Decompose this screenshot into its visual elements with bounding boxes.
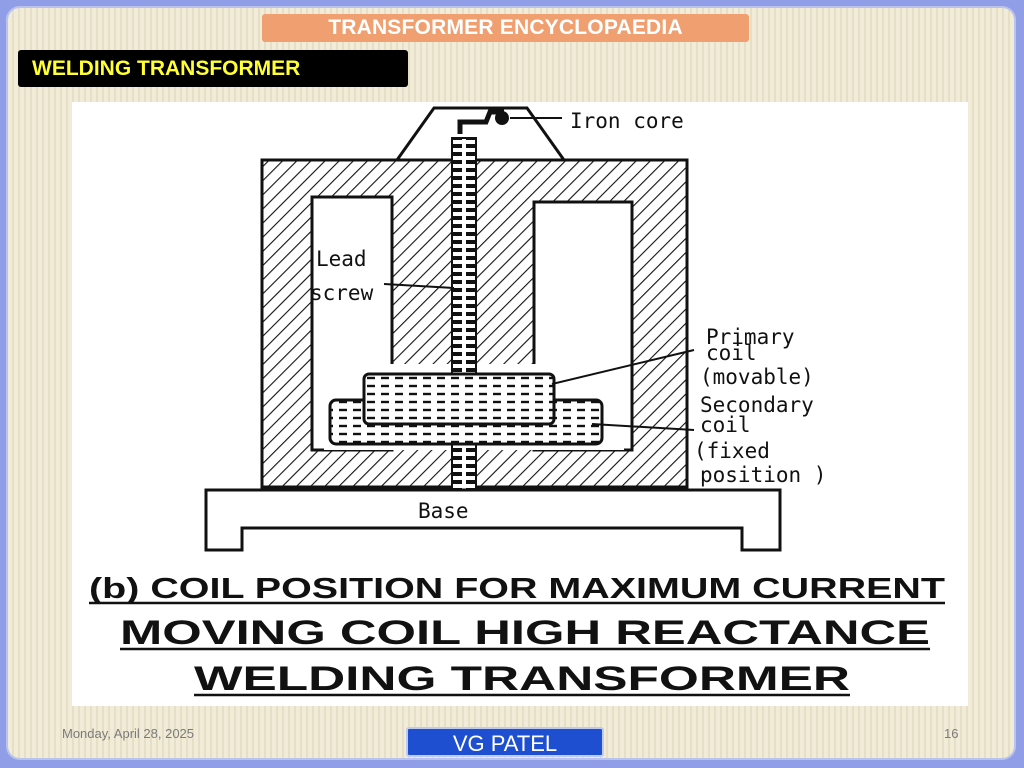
section-title: WELDING TRANSFORMER [18,50,408,87]
label-secondary-1: Secondary [700,393,814,417]
secondary-coil-leader [591,423,695,431]
label-primary-3: (movable) [700,365,814,389]
label-secondary-2: coil [700,413,751,437]
lead-screw-leader [383,283,455,289]
label-secondary-3: (fixed [694,439,770,463]
welding-transformer-diagram: Iron core Lead screw Primary coil (movab… [89,106,945,698]
label-lead: Lead [316,247,367,271]
label-primary-1: Primary [706,325,795,349]
label-base: Base [418,499,469,523]
base [204,488,782,552]
label-screw: screw [310,281,374,305]
primary-coil-leader [551,349,695,385]
screw-crank [457,109,504,134]
caption-b: (b) COIL POSITION FOR MAXIMUM CURRENT [89,573,945,605]
footer-author-badge: VG PATEL [406,727,604,757]
label-iron-core: Iron core [570,109,684,133]
caption-line-2: WELDING TRANSFORMER [194,660,850,698]
primary-coil [362,372,556,426]
encyclopaedia-title: TRANSFORMER ENCYCLOPAEDIA [262,14,749,42]
label-secondary-4: position ) [700,463,826,487]
caption-line-1: MOVING COIL HIGH REACTANCE [120,614,930,652]
top-bracket [395,106,566,161]
label-primary-2: coil [706,341,757,365]
diagram-figure: Iron core Lead screw Primary coil (movab… [72,102,968,706]
footer-date: Monday, April 28, 2025 [62,726,195,741]
crank-knob [495,111,509,125]
page-number: 16 [944,726,959,741]
